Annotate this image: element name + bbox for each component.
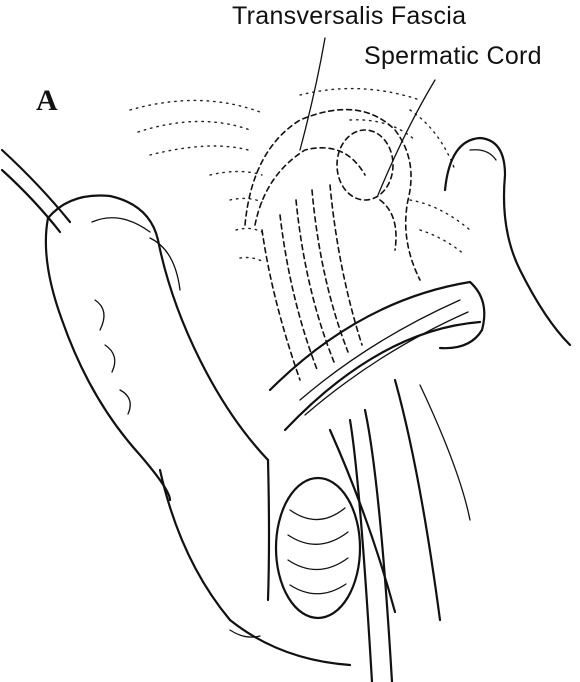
sling-band (270, 282, 484, 430)
transversalis-fascia-label: Transversalis Fascia (232, 2, 466, 31)
spermatic-cord-label: Spermatic Cord (364, 42, 542, 71)
hernia-sac-region (160, 380, 470, 682)
fascia-leader-line (300, 38, 325, 150)
cord-leader-line (378, 80, 435, 195)
panel-letter: A (36, 84, 58, 118)
left-retracting-finger (2, 150, 268, 500)
fascia-dashed-outline (245, 110, 420, 380)
